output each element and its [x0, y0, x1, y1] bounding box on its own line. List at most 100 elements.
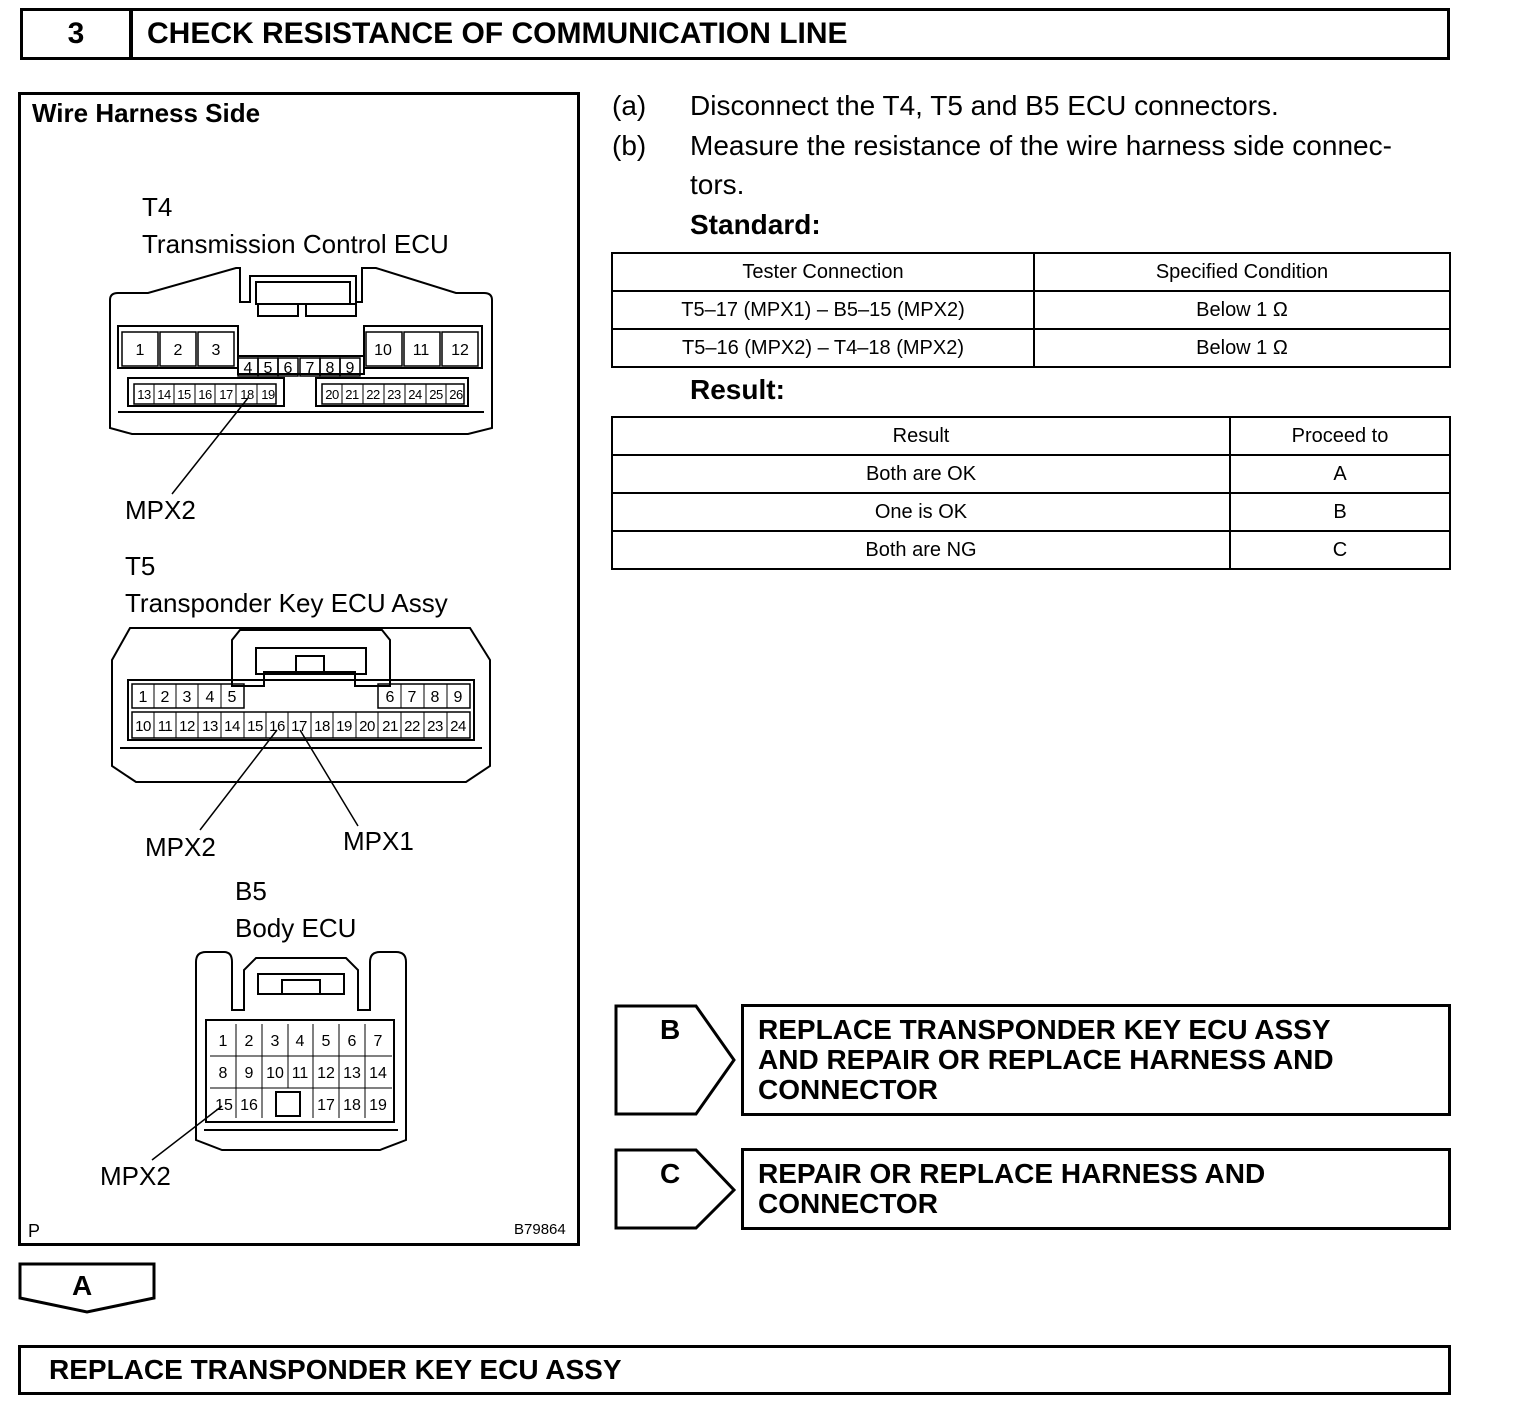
panel-title: Wire Harness Side — [32, 98, 261, 128]
t4-pin-3: 3 — [212, 342, 221, 359]
b5-pin-8: 8 — [219, 1065, 228, 1082]
t4-pin-6: 6 — [284, 360, 293, 377]
table-row: Both are OK A — [611, 454, 1451, 494]
b5-pin-15: 15 — [215, 1097, 233, 1114]
branch-c-line1: REPAIR OR REPLACE HARNESS AND — [758, 1158, 1266, 1189]
table-cell: A — [1229, 454, 1451, 494]
b5-pin-7: 7 — [374, 1033, 383, 1050]
t5-pin-2: 2 — [161, 689, 170, 706]
t4-pin-16: 16 — [198, 387, 212, 402]
result-table: Result Proceed to Both are OK A One is O… — [611, 416, 1451, 570]
b5-pin-3: 3 — [271, 1033, 280, 1050]
b5-pin-5: 5 — [322, 1033, 331, 1050]
t5-pin-19: 19 — [336, 718, 352, 735]
t4-code: T4 — [142, 192, 173, 222]
table-row: One is OK B — [611, 492, 1451, 532]
b5-pin-1: 1 — [219, 1033, 228, 1050]
t4-pin-21: 21 — [345, 387, 359, 402]
t4-pin-8: 8 — [326, 360, 335, 377]
t5-pin-1: 1 — [139, 689, 148, 706]
table-cell: Both are OK — [611, 454, 1231, 494]
branch-a-letter: A — [72, 1270, 93, 1301]
branch-b-arrow — [614, 1004, 736, 1116]
t5-pin-6: 6 — [386, 689, 395, 706]
t4-pin-15: 15 — [177, 387, 191, 402]
branch-c-letter: C — [660, 1158, 681, 1189]
b5-code: B5 — [235, 876, 267, 906]
step-a-text: Disconnect the T4, T5 and B5 ECU connect… — [690, 90, 1279, 121]
t4-pin-10: 10 — [374, 342, 392, 359]
t5-mpx2-label: MPX2 — [145, 832, 216, 862]
t5-pin-7: 7 — [408, 689, 417, 706]
branch-c-action: REPAIR OR REPLACE HARNESS AND CONNECTOR — [741, 1148, 1451, 1230]
b5-pin-12: 12 — [317, 1065, 335, 1082]
t4-mpx2-label: MPX2 — [125, 495, 196, 525]
t5-pin-11: 11 — [158, 718, 173, 735]
result-label: Result: — [690, 374, 785, 405]
table-header: Tester Connection — [611, 252, 1035, 292]
step-title: CHECK RESISTANCE OF COMMUNICATION LINE — [130, 8, 1450, 60]
diagram-id: B79864 — [514, 1221, 566, 1238]
b5-mpx2-label: MPX2 — [100, 1161, 171, 1191]
t5-pin-10: 10 — [135, 718, 151, 735]
step-b-marker: (b) — [612, 130, 647, 161]
standard-table: Tester Connection Specified Condition T5… — [611, 252, 1451, 368]
t5-pin-3: 3 — [183, 689, 192, 706]
t4-pin-11: 11 — [413, 342, 430, 359]
table-cell: T5–17 (MPX1) – B5–15 (MPX2) — [611, 290, 1035, 330]
t5-pin-8: 8 — [431, 689, 440, 706]
t4-pin-18: 18 — [240, 387, 254, 402]
t4-pin-12: 12 — [451, 342, 469, 359]
t4-pins: 1 2 3 4 5 6 7 8 9 10 11 12 13 14 15 16 1… — [121, 331, 479, 495]
t5-pin-15: 15 — [247, 718, 263, 735]
table-header: Result — [611, 416, 1231, 456]
t4-pin-17: 17 — [219, 387, 233, 402]
table-row: T5–17 (MPX1) – B5–15 (MPX2) Below 1 Ω — [611, 290, 1451, 330]
b5-name: Body ECU — [235, 913, 357, 943]
t4-pin-4: 4 — [244, 360, 253, 377]
b5-pin-17: 17 — [317, 1097, 335, 1114]
diagram-footer-left: P — [28, 1221, 41, 1241]
t4-pin-24: 24 — [408, 387, 422, 402]
t4-pin-9: 9 — [346, 360, 355, 377]
t5-pin-14: 14 — [224, 718, 240, 735]
t4-connector — [109, 267, 493, 435]
b5-mpx2-leader — [151, 1105, 223, 1161]
t5-pins: 1 2 3 4 5 6 7 8 9 10 11 12 13 14 15 16 1… — [131, 683, 471, 831]
t4-pin-5: 5 — [264, 360, 273, 377]
table-header: Proceed to — [1229, 416, 1451, 456]
wire-harness-diagram-panel — [18, 92, 580, 1246]
t4-pin-14: 14 — [157, 387, 171, 402]
t5-pin-17: 17 — [291, 718, 307, 735]
t5-pin-16: 16 — [269, 718, 285, 735]
b5-pin-18: 18 — [343, 1097, 361, 1114]
t4-name: Transmission Control ECU — [142, 229, 449, 259]
table-cell: Below 1 Ω — [1033, 290, 1451, 330]
t5-pin-5: 5 — [228, 689, 237, 706]
b5-pin-10: 10 — [266, 1065, 284, 1082]
t4-pin-23: 23 — [387, 387, 401, 402]
t4-pin-22: 22 — [366, 387, 380, 402]
branch-b-line2: AND REPAIR OR REPLACE HARNESS AND — [758, 1044, 1334, 1075]
t5-pin-22: 22 — [404, 718, 420, 735]
t4-pin-13: 13 — [137, 387, 151, 402]
step-b-text-line2: tors. — [690, 169, 745, 200]
b5-pin-9: 9 — [245, 1065, 254, 1082]
branch-b-action: REPLACE TRANSPONDER KEY ECU ASSY AND REP… — [741, 1004, 1451, 1116]
branch-b-line1: REPLACE TRANSPONDER KEY ECU ASSY — [758, 1014, 1331, 1045]
final-action-box: REPLACE TRANSPONDER KEY ECU ASSY — [18, 1345, 1451, 1395]
b5-pin-2: 2 — [245, 1033, 254, 1050]
step-b-text-line1: Measure the resistance of the wire harne… — [690, 130, 1392, 161]
t5-pin-4: 4 — [206, 689, 215, 706]
branch-c-line2: CONNECTOR — [758, 1188, 938, 1219]
t4-pin-19: 19 — [261, 387, 275, 402]
t5-name: Transponder Key ECU Assy — [125, 588, 448, 618]
b5-pin-14: 14 — [369, 1065, 387, 1082]
step-a-marker: (a) — [612, 90, 647, 121]
b5-pin-6: 6 — [348, 1033, 357, 1050]
t5-pin-23: 23 — [427, 718, 443, 735]
table-cell: C — [1229, 530, 1451, 570]
b5-pin-4: 4 — [296, 1033, 305, 1050]
branch-c-arrow — [614, 1148, 737, 1230]
